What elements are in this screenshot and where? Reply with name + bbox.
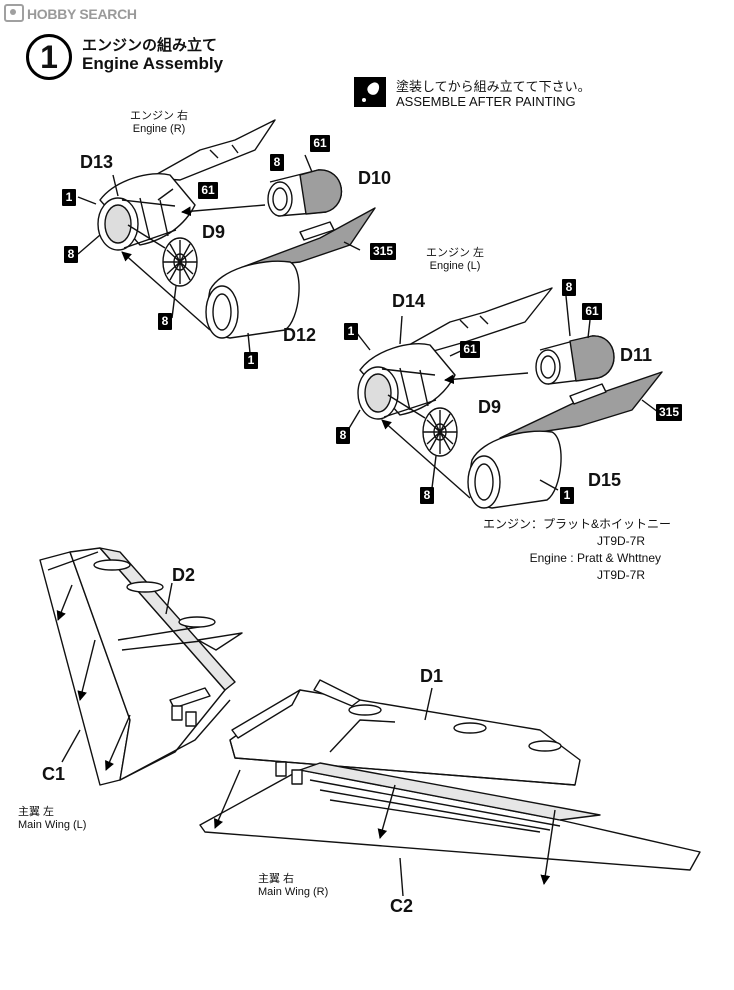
engine-l-drawing bbox=[347, 287, 663, 509]
hobbysearch-logo-icon bbox=[4, 4, 24, 22]
engine-l-label-en: Engine (L) bbox=[429, 260, 481, 272]
engine-r-drawing bbox=[77, 119, 376, 354]
part-d2: D2 bbox=[172, 565, 196, 585]
color-badge: 61 bbox=[310, 135, 330, 152]
color-badge: 8 bbox=[64, 246, 78, 263]
color-badge: 315 bbox=[656, 404, 682, 421]
engine-spec-en: Engine : Pratt & Whttney bbox=[529, 551, 662, 565]
part-d1: D1 bbox=[420, 666, 444, 686]
color-badge: 61 bbox=[198, 182, 218, 199]
part-d13: D13 bbox=[80, 152, 114, 172]
wing-l-label: 主翼 左 Main Wing (L) bbox=[18, 806, 86, 832]
paint-drop-icon bbox=[354, 77, 386, 107]
engine-l-label: エンジン 左 Engine (L) bbox=[426, 247, 484, 273]
wing-r-label: 主翼 右 Main Wing (R) bbox=[258, 873, 328, 899]
engine-r-label: エンジン 右 Engine (R) bbox=[130, 110, 188, 136]
wing-l-label-en: Main Wing (L) bbox=[18, 819, 87, 831]
color-badge: 315 bbox=[370, 243, 396, 260]
part-d9-l: D9 bbox=[478, 397, 502, 417]
part-d11: D11 bbox=[620, 345, 653, 365]
part-d14: D14 bbox=[392, 291, 426, 311]
engine-r-label-jp: エンジン 右 bbox=[130, 110, 189, 122]
engine-r-label-en: Engine (R) bbox=[132, 123, 186, 135]
color-badge: 1 bbox=[344, 323, 358, 340]
part-d15: D15 bbox=[588, 470, 622, 490]
step-number: 1 bbox=[26, 34, 72, 80]
engine-spec-jp-model: JT9D-7R bbox=[597, 534, 646, 548]
part-c1: C1 bbox=[42, 764, 66, 784]
color-badge: 1 bbox=[244, 352, 258, 369]
step-title-jp: エンジンの組み立て bbox=[82, 37, 218, 54]
part-c2: C2 bbox=[390, 896, 414, 916]
engine-spec: エンジン：プラット&ホイットニー JT9D-7R Engine : Pratt … bbox=[483, 516, 671, 584]
wing-r-label-jp: 主翼 右 bbox=[258, 873, 295, 885]
color-badge: 8 bbox=[336, 427, 350, 444]
color-badge: 8 bbox=[562, 279, 576, 296]
color-badge: 8 bbox=[158, 313, 172, 330]
wing-l-drawing bbox=[39, 547, 243, 786]
part-d12: D12 bbox=[283, 325, 317, 345]
color-badge: 61 bbox=[460, 341, 480, 358]
wing-r-drawing bbox=[199, 679, 701, 897]
watermark: HOBBY SEARCH bbox=[4, 4, 137, 22]
color-badge: 1 bbox=[62, 189, 76, 206]
step-title-en: Engine Assembly bbox=[82, 54, 224, 73]
engine-l-label-jp: エンジン 左 bbox=[426, 247, 485, 259]
color-badge: 1 bbox=[560, 487, 574, 504]
paint-note-en: ASSEMBLE AFTER PAINTING bbox=[396, 94, 576, 109]
color-badge: 61 bbox=[582, 303, 602, 320]
wing-l-label-jp: 主翼 左 bbox=[18, 806, 55, 818]
color-badge: 8 bbox=[270, 154, 284, 171]
paint-note-jp: 塗装してから組み立てて下さい。 bbox=[396, 79, 591, 94]
color-badge: 8 bbox=[420, 487, 434, 504]
wing-r-label-en: Main Wing (R) bbox=[258, 886, 329, 898]
part-d10: D10 bbox=[358, 168, 392, 188]
engine-spec-jp: エンジン：プラット&ホイットニー bbox=[483, 517, 672, 531]
part-d9-r: D9 bbox=[202, 222, 226, 242]
engine-spec-en-model: JT9D-7R bbox=[597, 568, 646, 582]
